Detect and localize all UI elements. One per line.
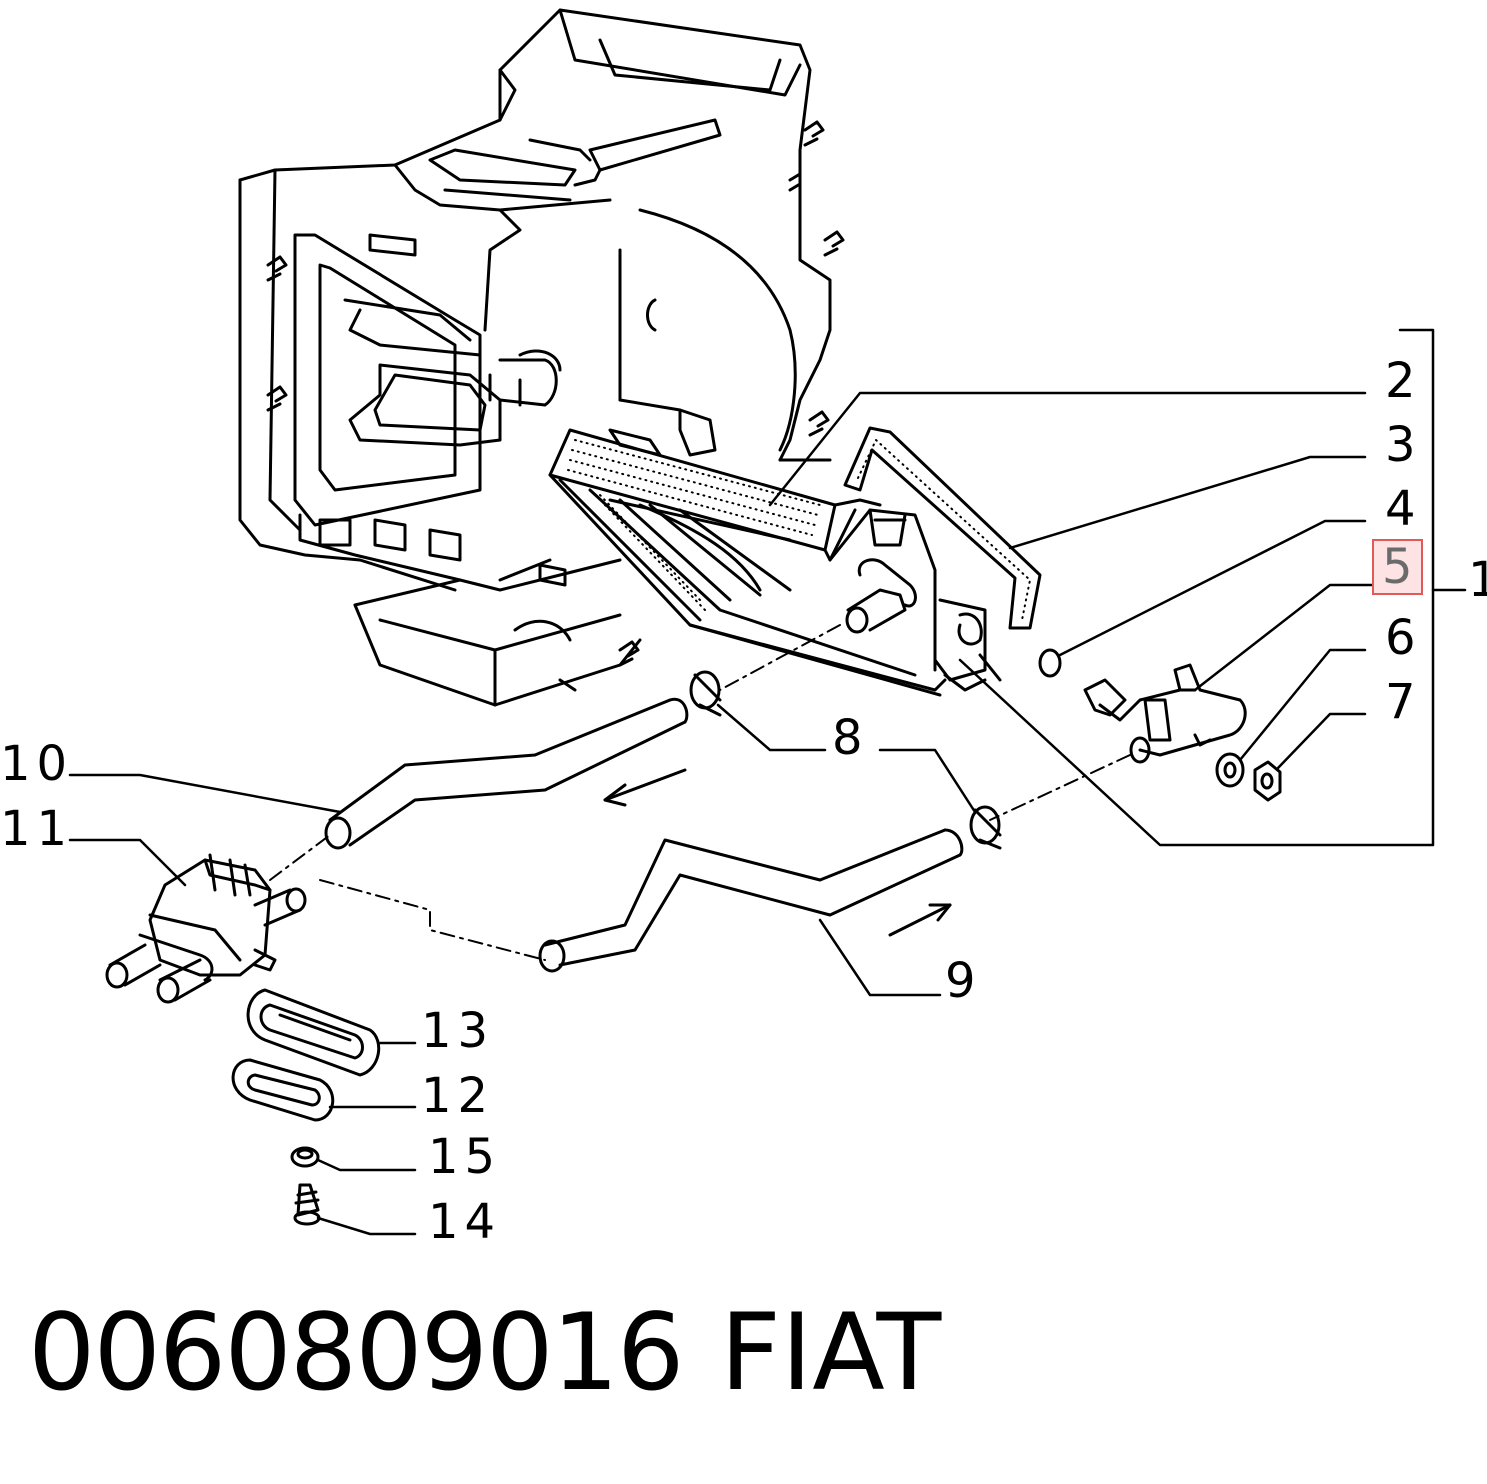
callout-14: 14 — [428, 1194, 502, 1250]
heater-housing — [238, 8, 845, 592]
callout-3: 3 — [1385, 417, 1422, 473]
callout-4: 4 — [1385, 481, 1422, 537]
assembly-centerlines — [269, 624, 1131, 961]
lower-duct — [298, 513, 642, 707]
part-number: 0060809016 — [28, 1291, 684, 1414]
small-washer — [290, 1146, 320, 1168]
grommet-small — [231, 1058, 335, 1122]
callout-15: 15 — [428, 1129, 502, 1185]
brand-name: FIAT — [720, 1291, 942, 1414]
callout-9: 9 — [945, 953, 982, 1009]
callout-1: 1 — [1468, 556, 1487, 604]
hose-clamp-lower — [969, 805, 1002, 850]
air-duct-frame — [293, 233, 562, 527]
callout-10: 10 — [0, 736, 74, 792]
bracket-tube — [1083, 663, 1247, 764]
water-valve — [105, 853, 307, 1004]
callout-11: 11 — [0, 801, 74, 857]
seal-gasket — [843, 426, 1042, 630]
leader-lines — [68, 328, 1467, 1236]
callout-8: 8 — [832, 710, 869, 766]
callout-7: 7 — [1385, 674, 1422, 730]
callout-13: 13 — [421, 1003, 495, 1059]
grommet-large — [246, 988, 381, 1077]
flow-arrow-upper — [603, 768, 687, 807]
washer — [1215, 752, 1245, 788]
nut — [1253, 760, 1282, 802]
callout-2: 2 — [1385, 353, 1422, 409]
flow-arrow-lower — [888, 903, 952, 937]
core-outlet-pipes — [845, 558, 1002, 692]
seal-gasket-texture — [857, 439, 1031, 621]
hose-upper — [324, 697, 689, 850]
callout-12: 12 — [421, 1068, 495, 1124]
callout-6: 6 — [1385, 610, 1422, 666]
self-tapping-screw — [293, 1183, 321, 1226]
callout-5-highlighted[interactable]: 5 — [1372, 539, 1423, 595]
foam-strip-pattern — [567, 439, 821, 611]
hose-lower — [538, 828, 964, 973]
o-ring — [1038, 648, 1062, 678]
hose-clamp-upper — [689, 670, 722, 717]
